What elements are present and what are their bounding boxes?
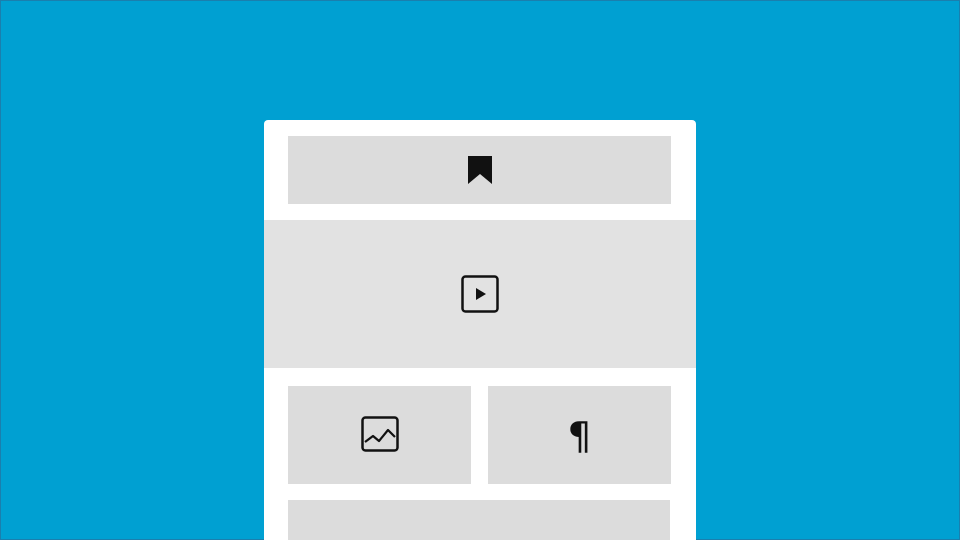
footer-block bbox=[288, 500, 670, 540]
video-play-icon bbox=[461, 275, 499, 313]
bookmark-icon bbox=[467, 156, 492, 184]
header-block bbox=[288, 136, 671, 204]
paragraph-block: ¶ bbox=[488, 386, 671, 484]
image-icon bbox=[360, 416, 399, 452]
layout-card: ¶ bbox=[264, 120, 696, 540]
video-block bbox=[264, 220, 696, 368]
paragraph-icon: ¶ bbox=[567, 414, 592, 458]
image-block bbox=[288, 386, 471, 484]
